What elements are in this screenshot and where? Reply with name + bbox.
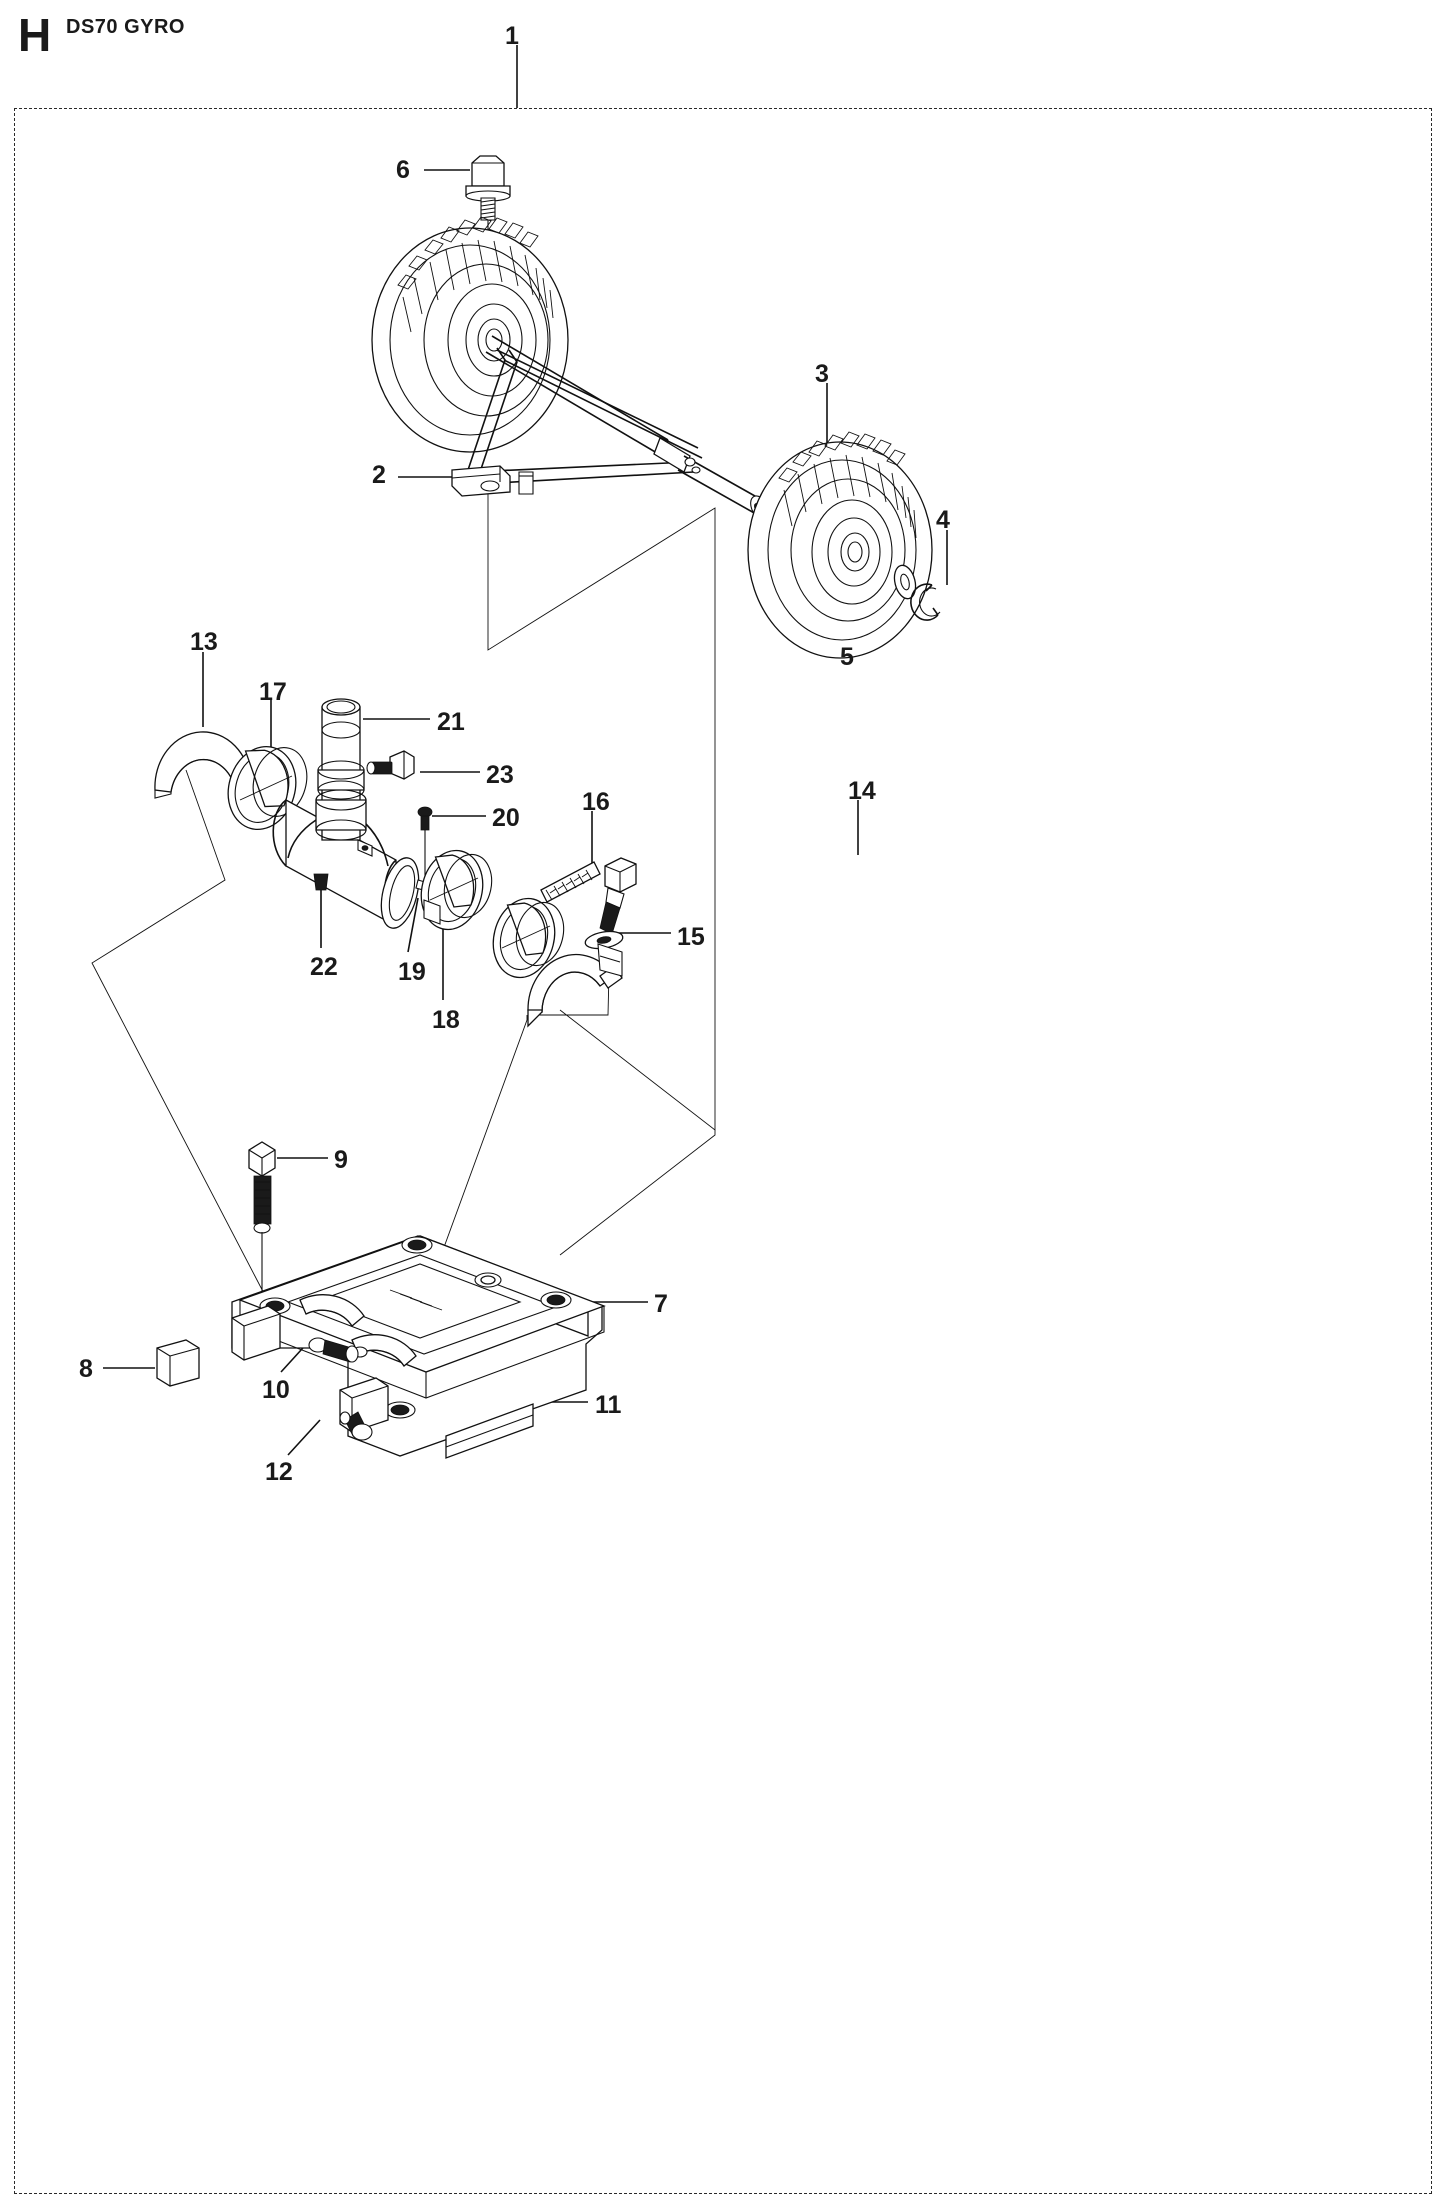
section-letter: H — [18, 9, 51, 61]
callout-18: 18 — [432, 1006, 460, 1034]
callout-19: 19 — [398, 958, 426, 986]
callout-6: 6 — [396, 156, 410, 184]
callout-9: 9 — [334, 1146, 348, 1174]
callout-13: 13 — [190, 628, 218, 656]
callout-17: 17 — [259, 678, 287, 706]
callout-15: 15 — [677, 923, 705, 951]
callout-1: 1 — [505, 22, 519, 50]
callout-3: 3 — [815, 360, 829, 388]
callout-10: 10 — [262, 1376, 290, 1404]
callout-21: 21 — [437, 708, 465, 736]
callout-16: 16 — [582, 788, 610, 816]
callout-12: 12 — [265, 1458, 293, 1486]
diagram-frame — [14, 108, 1432, 2194]
callout-5: 5 — [840, 643, 854, 671]
page-title: DS70 GYRO — [66, 16, 185, 38]
callout-23: 23 — [486, 761, 514, 789]
callout-11: 11 — [595, 1391, 622, 1419]
callout-20: 20 — [492, 804, 520, 832]
callout-22: 22 — [310, 953, 338, 981]
callout-14: 14 — [848, 777, 876, 805]
callout-4: 4 — [936, 506, 950, 534]
page-header: H DS70 GYRO — [0, 0, 1445, 110]
callout-2: 2 — [372, 461, 386, 489]
callout-7: 7 — [654, 1290, 668, 1318]
callout-8: 8 — [79, 1355, 93, 1383]
